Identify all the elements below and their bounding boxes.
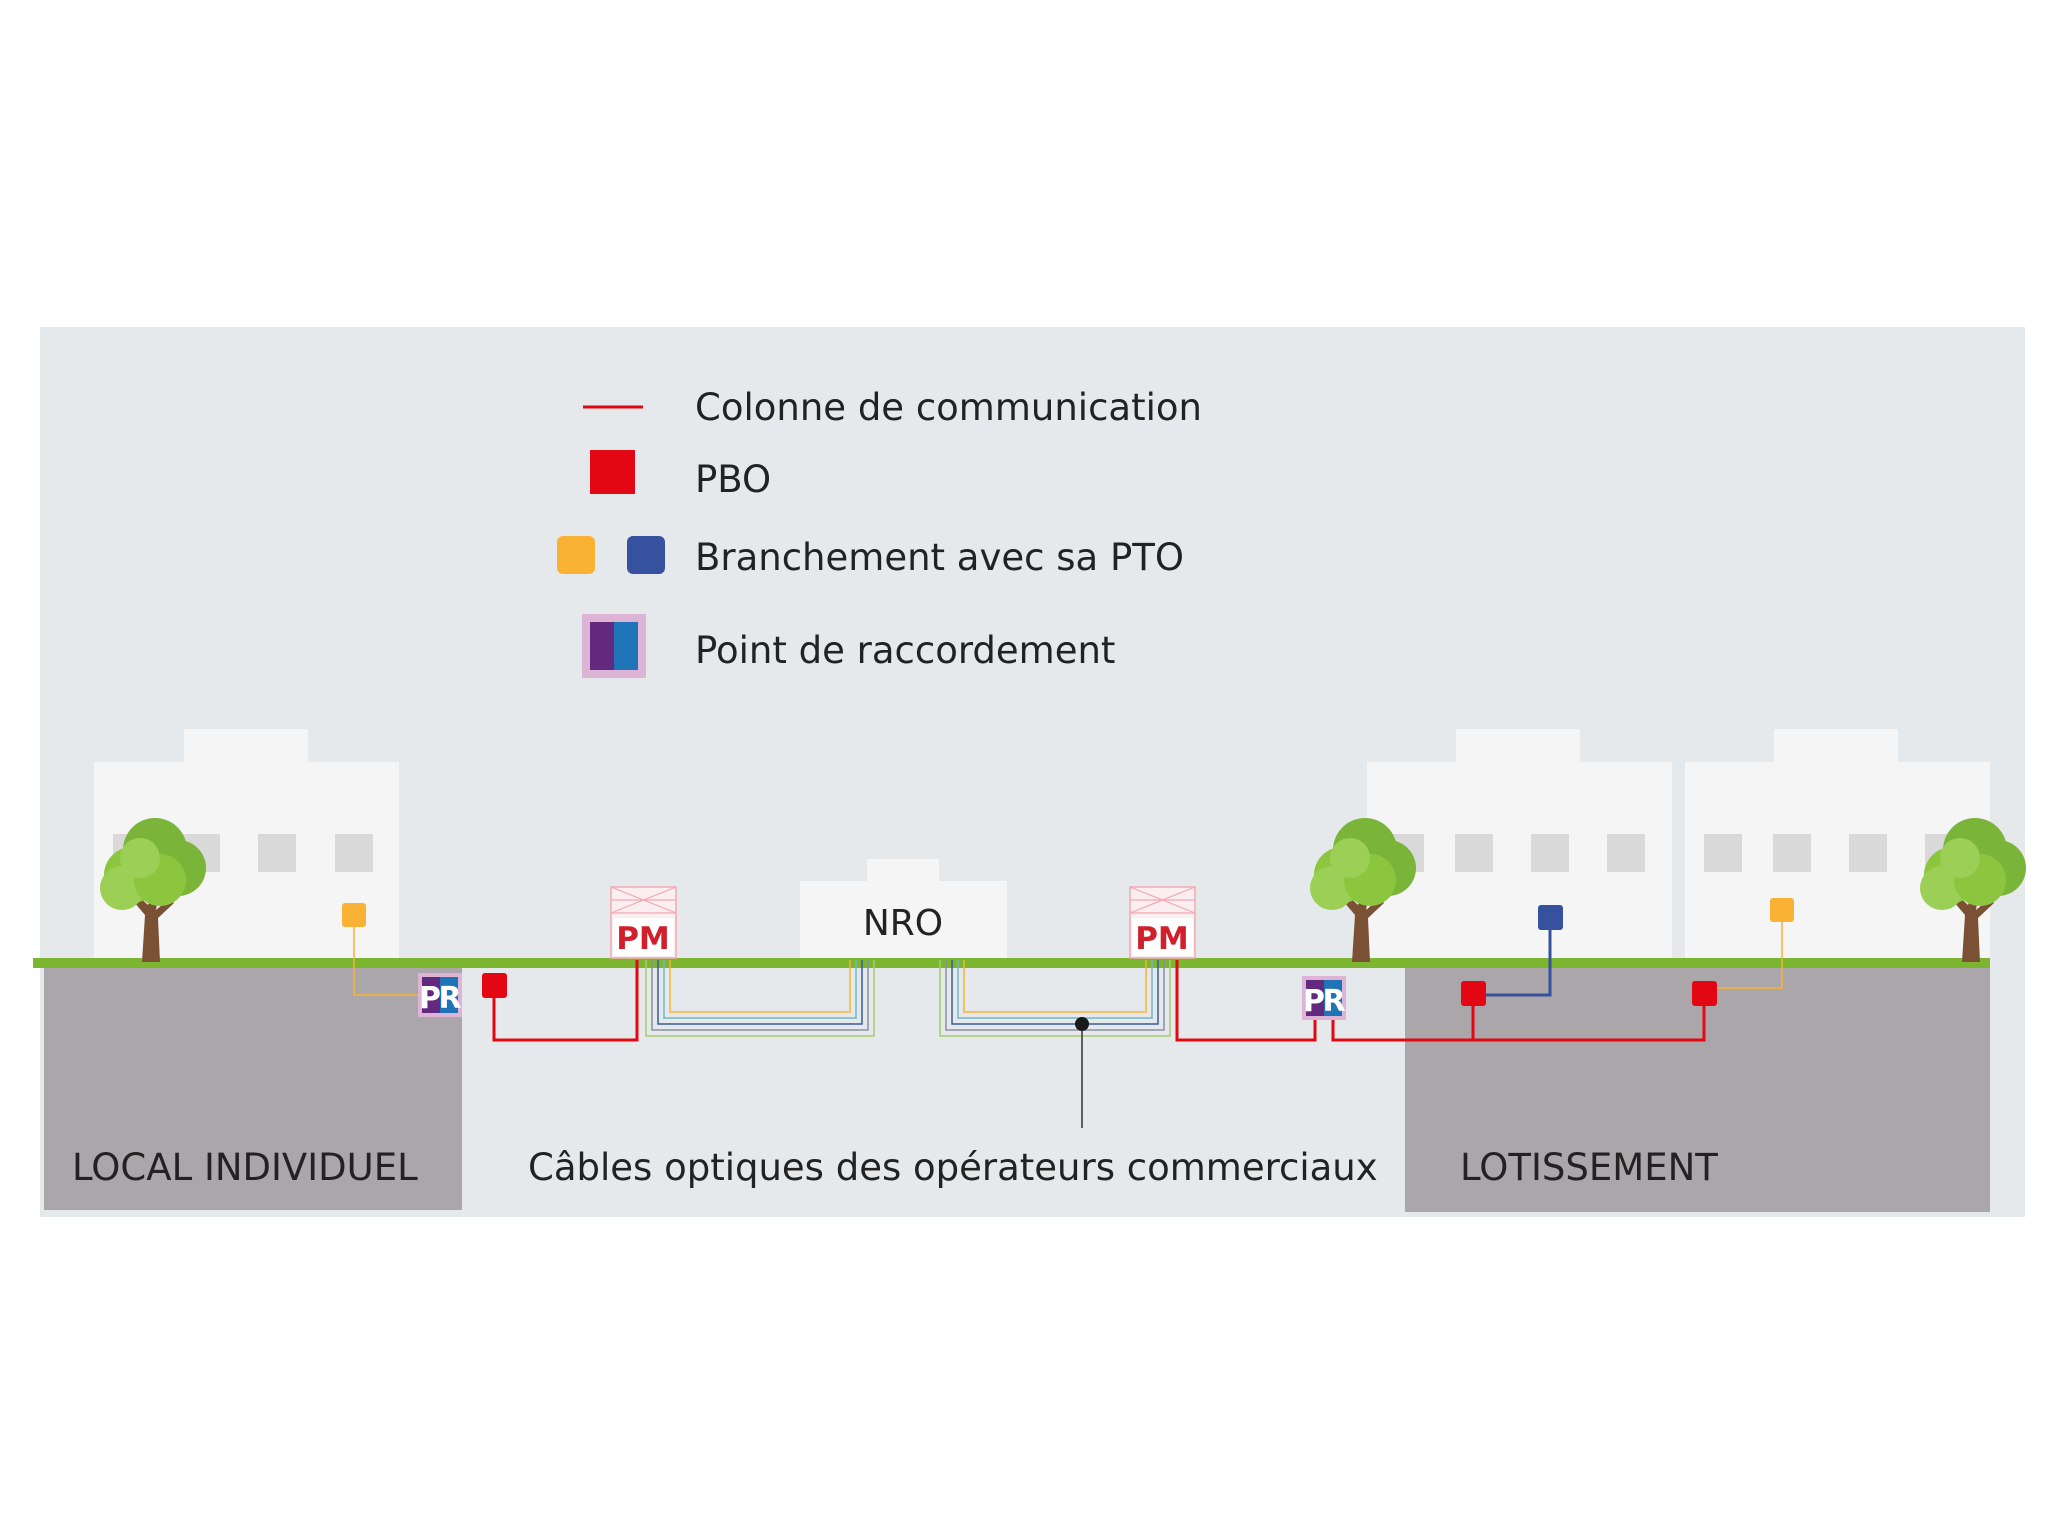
right-fiber-3 [951, 960, 1159, 1025]
cable-pointer-dot [1075, 1017, 1089, 1031]
pto-left-orange [342, 903, 366, 927]
tree-1 [100, 818, 206, 962]
red-line-right-b [1331, 995, 1706, 1042]
legend-pto-blue-symbol [627, 536, 665, 574]
legend-pr-symbol [582, 614, 646, 678]
right-fiber-1 [963, 960, 1147, 1013]
lotissement-label: LOTISSEMENT [1460, 1146, 1718, 1189]
left-fiber-3 [657, 960, 863, 1025]
pbo-left [482, 973, 507, 998]
trees [100, 818, 2026, 962]
fiber-bundle-left [645, 960, 875, 1037]
red-line-left [492, 960, 639, 1042]
pr-right-r: R [1322, 984, 1345, 1019]
legend-label-colonne: Colonne de communication [695, 386, 1202, 429]
pr-left: P R [418, 973, 462, 1017]
pto-right-blue [1538, 905, 1563, 930]
building-right-1 [1367, 729, 1672, 960]
pm-right: PM [1129, 886, 1196, 959]
cables-label: Câbles optiques des opérateurs commercia… [528, 1146, 1378, 1189]
legend-pto-orange-symbol [557, 536, 595, 574]
tree-3 [1920, 818, 2026, 962]
pbo-right-1 [1461, 981, 1486, 1006]
legend-label-branchement: Branchement avec sa PTO [695, 536, 1184, 579]
pto-line-left [353, 915, 418, 996]
pr-right-p: P [1303, 984, 1325, 1019]
lotissement-area [1405, 966, 1990, 1212]
right-fiber-2 [957, 960, 1153, 1019]
tree-2 [1310, 818, 1416, 962]
pm-right-label: PM [1135, 921, 1189, 957]
pm-left-label: PM [616, 921, 670, 957]
legend-label-pbo: PBO [695, 458, 771, 501]
nro-label: NRO [863, 903, 943, 944]
left-fiber-4 [651, 960, 869, 1031]
local-individuel-label: LOCAL INDIVIDUEL [72, 1146, 418, 1189]
pr-right: P R [1302, 976, 1346, 1020]
legend-pbo-symbol [590, 450, 635, 494]
right-fiber-5 [939, 960, 1171, 1037]
pr-left-p: P [419, 981, 441, 1016]
pbo-right-2 [1692, 981, 1717, 1006]
pr-left-r: R [438, 981, 461, 1016]
left-fiber-2 [663, 960, 857, 1019]
pto-line-right-orange [1714, 908, 1783, 989]
left-fiber-5 [645, 960, 875, 1037]
right-fiber-4 [945, 960, 1165, 1031]
legend-label-point-raccordement: Point de raccordement [695, 629, 1115, 672]
local-individuel-area [44, 966, 462, 1210]
ground-line [33, 958, 1990, 968]
pto-right-orange [1770, 898, 1794, 922]
legend: Colonne de communication PBO Branchement… [557, 386, 1202, 678]
pto-line-right-blue [1483, 915, 1552, 997]
pm-left: PM [610, 886, 677, 959]
fiber-bundle-right [939, 960, 1171, 1037]
communication-lines [492, 960, 1706, 1042]
red-line-right-a [1175, 960, 1317, 1042]
building-nro [800, 859, 1007, 958]
left-fiber-1 [669, 960, 851, 1013]
